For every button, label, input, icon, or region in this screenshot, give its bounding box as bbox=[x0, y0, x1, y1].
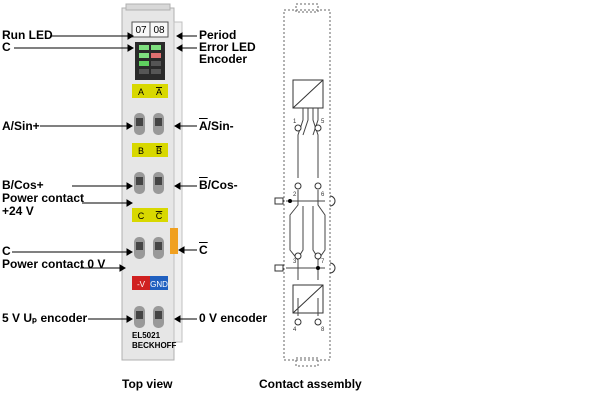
label-plus-24v: +24 V bbox=[2, 204, 34, 218]
led-spare-1 bbox=[151, 61, 161, 66]
label-b-overline: B bbox=[199, 178, 208, 192]
orange-power-tab bbox=[170, 228, 178, 254]
slot-c-text: C bbox=[138, 211, 145, 221]
label-b-cos-minus-suffix: /Cos- bbox=[207, 178, 238, 192]
svg-text:5: 5 bbox=[321, 119, 325, 125]
channel-left-number: 07 bbox=[135, 25, 147, 36]
label-a-sin-minus-suffix: /Sin- bbox=[207, 119, 234, 133]
label-error-led: Error LED bbox=[199, 40, 256, 54]
label-c-bar: C bbox=[199, 243, 208, 257]
slot-b-bar-text: B bbox=[156, 146, 162, 156]
label-b-cos-minus: B/Cos- bbox=[199, 179, 238, 192]
label-b-cos-plus: B/Cos+ bbox=[2, 178, 44, 192]
slot-b-text: B bbox=[138, 146, 144, 156]
label-a-overline: A bbox=[199, 119, 208, 133]
slot-minus-v-text: -V bbox=[137, 280, 146, 289]
label-5v-encoder: 5 V Uₚ encoder bbox=[2, 311, 88, 325]
contact-pair-2 bbox=[134, 172, 164, 194]
encoder-led bbox=[139, 61, 149, 66]
housing-top-notch bbox=[125, 3, 171, 11]
slot-gnd-text: GND bbox=[150, 280, 168, 289]
led-spare-3 bbox=[151, 69, 161, 74]
slot-a-bar-yellow bbox=[150, 84, 168, 98]
svg-text:7: 7 bbox=[321, 259, 325, 265]
slot-c-yellow bbox=[132, 208, 150, 222]
label-a-sin-minus: A/Sin- bbox=[199, 120, 234, 133]
svg-text:8: 8 bbox=[321, 327, 325, 333]
label-power-contact-0v: Power contact 0 V bbox=[2, 257, 106, 271]
svg-text:3: 3 bbox=[293, 259, 297, 265]
contact-pair-3 bbox=[134, 237, 164, 259]
led-spare-2 bbox=[139, 69, 149, 74]
housing-side-rail bbox=[173, 21, 183, 343]
slot-c-bar-text: C bbox=[156, 211, 163, 221]
slot-gnd-blue bbox=[150, 276, 168, 290]
error-led bbox=[151, 53, 161, 58]
slot-a-text: A bbox=[138, 87, 144, 97]
label-c-top: C bbox=[2, 40, 11, 54]
period-led bbox=[151, 45, 161, 50]
leader-lines bbox=[12, 32, 197, 323]
label-0v-encoder: 0 V encoder bbox=[199, 311, 268, 325]
label-run-led: Run LED bbox=[2, 28, 53, 42]
svg-text:1: 1 bbox=[293, 119, 297, 125]
caption-top-view: Top view bbox=[122, 377, 173, 391]
caption-contact-assembly: Contact assembly bbox=[259, 377, 362, 391]
channel-right-number: 08 bbox=[153, 25, 165, 36]
label-c-mid: C bbox=[2, 244, 11, 258]
assembly-bottom-tab bbox=[295, 357, 319, 367]
slot-minus-v-red bbox=[132, 276, 150, 290]
label-power-contact: Power contact bbox=[2, 191, 85, 205]
brand-name: BECKHOFF bbox=[132, 341, 177, 350]
label-period: Period bbox=[199, 28, 237, 42]
contact-pair-4 bbox=[134, 306, 164, 328]
slot-c-bar-yellow bbox=[150, 208, 168, 222]
assembly-outline bbox=[283, 9, 331, 361]
contact-assembly-diagram: 1 5 2 6 3 7 4 8 bbox=[274, 3, 336, 367]
c-led bbox=[139, 53, 149, 58]
label-a-sin-plus: A/Sin+ bbox=[2, 119, 40, 133]
assembly-top-tab bbox=[295, 3, 319, 13]
run-led bbox=[139, 45, 149, 50]
svg-text:4: 4 bbox=[293, 327, 297, 333]
slot-a-yellow bbox=[132, 84, 150, 98]
slot-a-bar-text: A bbox=[156, 87, 162, 97]
contact-pair-1 bbox=[134, 113, 164, 135]
slot-b-bar-yellow bbox=[150, 143, 168, 157]
svg-text:2: 2 bbox=[293, 192, 297, 198]
label-encoder: Encoder bbox=[199, 52, 248, 66]
slot-b-yellow bbox=[132, 143, 150, 157]
model-number: EL5021 bbox=[132, 331, 161, 340]
svg-text:6: 6 bbox=[321, 192, 325, 198]
